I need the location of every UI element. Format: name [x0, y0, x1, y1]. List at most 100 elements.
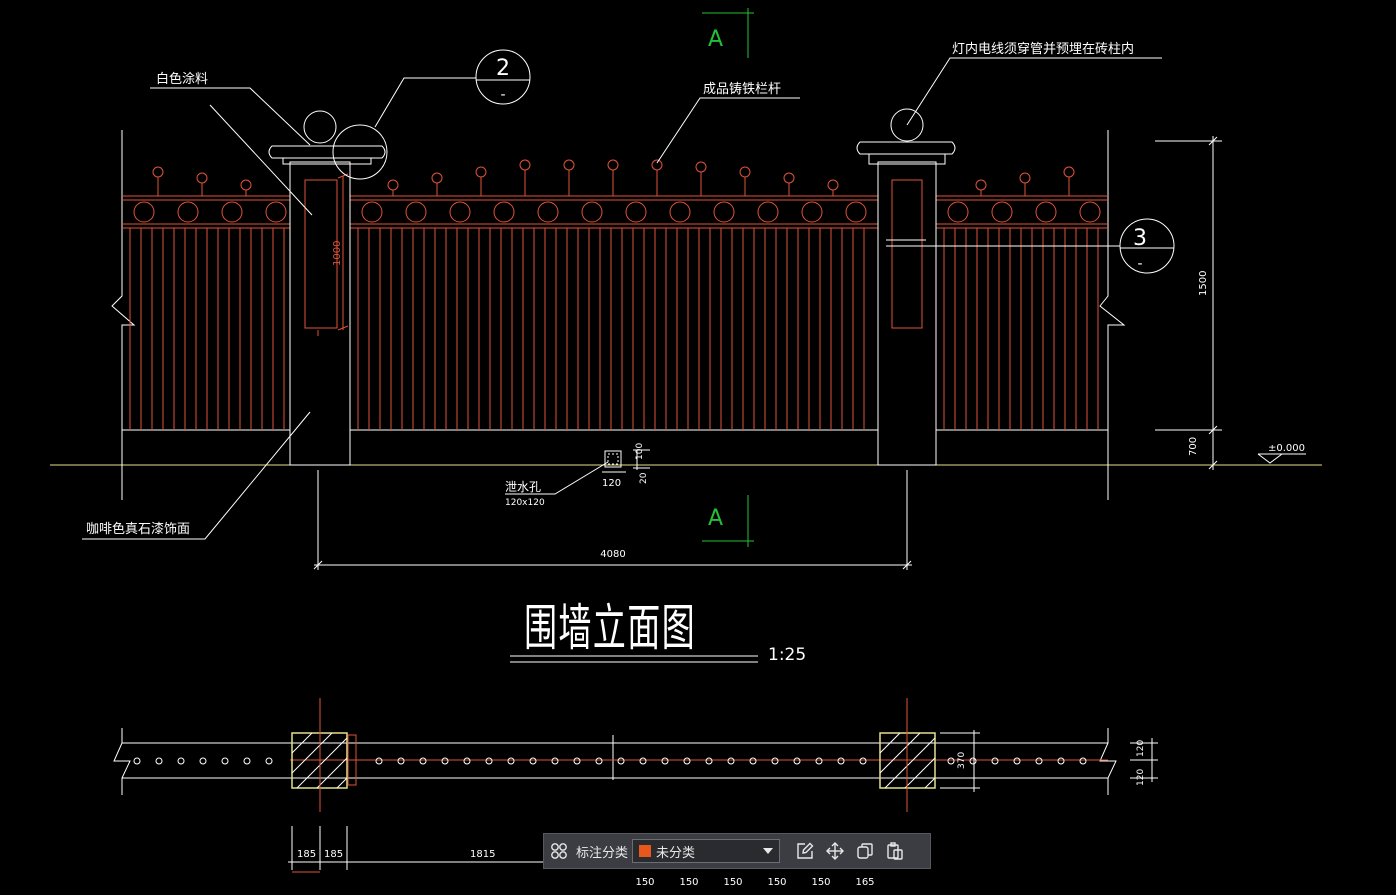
plan-pier-185-a: 185 — [297, 849, 316, 860]
label-stone-finish: 咖啡色真石漆饰面 — [86, 521, 190, 537]
plan-baluster-dot — [1035, 757, 1043, 765]
rail-ring — [757, 201, 779, 223]
plan-baluster-dot — [529, 757, 537, 765]
plan-baluster-dot — [661, 757, 669, 765]
category-dropdown[interactable]: 未分类 — [632, 839, 781, 863]
plan-baluster-dot — [683, 757, 691, 765]
span-dimension — [313, 470, 912, 570]
rail-ring — [493, 201, 515, 223]
plan-baluster-dot — [969, 757, 977, 765]
rail-ring — [801, 201, 823, 223]
callout-2-number: 2 — [496, 56, 510, 81]
rail-ring — [537, 201, 559, 223]
plan-baluster-dot — [793, 757, 801, 765]
height-dimension — [1155, 136, 1222, 470]
plan-bay-1815: 1815 — [470, 849, 495, 860]
rail-ring — [405, 201, 427, 223]
plan-baluster-dot — [463, 757, 471, 765]
elevation-value: ±0.000 — [1268, 443, 1305, 454]
plan-baluster-dot — [639, 757, 647, 765]
plan-baluster-dot — [595, 757, 603, 765]
plan-baluster-dot — [507, 757, 515, 765]
grid-icon[interactable] — [544, 836, 574, 866]
label-drain-size: 120x120 — [505, 498, 545, 508]
plan-baluster-dot — [991, 757, 999, 765]
plan-baluster-dot — [947, 757, 955, 765]
plan-baluster-dot — [573, 757, 581, 765]
plan-tick-label: 150 — [723, 877, 742, 888]
rail-ring — [581, 201, 603, 223]
category-label: 标注分类 — [576, 845, 629, 861]
callout-3-sub: - — [1137, 256, 1142, 272]
finial-ball — [196, 172, 208, 184]
rail-ring — [947, 201, 969, 223]
drain-gap: 20 — [639, 472, 649, 484]
plan-baluster-dot — [155, 757, 163, 765]
rail-ring — [449, 201, 471, 223]
wall-outline — [111, 130, 1126, 500]
finial-ball — [387, 179, 399, 191]
rail-ring — [669, 201, 691, 223]
plan-baluster-dot — [485, 757, 493, 765]
plan-tick-label: 165 — [855, 877, 874, 888]
plan-baluster-dot — [727, 757, 735, 765]
plan-width-120-bottom: 120 — [1136, 769, 1146, 786]
finial-ball — [651, 159, 663, 171]
plan-baluster-dot — [221, 757, 229, 765]
pier-left — [268, 110, 386, 466]
panel-height-value: 1000 — [332, 241, 343, 266]
paste-icon[interactable] — [880, 836, 910, 866]
label-lamp-wire: 灯内电线须穿管并预埋在砖柱内 — [952, 41, 1134, 57]
rail-ring — [625, 201, 647, 223]
rail-ring — [133, 201, 155, 223]
plan-baluster-dot — [551, 757, 559, 765]
pier-right — [856, 108, 956, 466]
plan-tick-label: 150 — [767, 877, 786, 888]
panel-height-dim — [317, 173, 349, 336]
finial-ball — [1019, 172, 1031, 184]
plan-pier-left — [291, 698, 357, 812]
label-white-paint: 白色涂料 — [156, 71, 208, 87]
rail-ring — [177, 201, 199, 223]
iron-balusters — [129, 228, 1099, 430]
finial-ball — [431, 172, 443, 184]
plan-tick-label: 150 — [635, 877, 654, 888]
plan-baluster-dot — [617, 757, 625, 765]
plan-pier-185-b: 185 — [324, 849, 343, 860]
plan-baluster-dot — [815, 757, 823, 765]
finial-ball — [827, 179, 839, 191]
plan-baluster-dot — [705, 757, 713, 765]
drain-height: 100 — [635, 443, 645, 460]
plan-baluster-dot — [1079, 757, 1087, 765]
section-marker-top-letter: A — [708, 27, 723, 52]
base-height-value: 700 — [1188, 437, 1199, 456]
plan-baluster-dot — [441, 757, 449, 765]
category-value: 未分类 — [656, 845, 696, 861]
copy-icon[interactable] — [850, 836, 880, 866]
rail-ring — [713, 201, 735, 223]
label-drain-hole: 泄水孔 — [505, 480, 541, 494]
rail-ring — [845, 201, 867, 223]
rail-ring — [991, 201, 1013, 223]
plan-baluster-dot — [1057, 757, 1065, 765]
finial-ball — [695, 161, 707, 173]
move-icon[interactable] — [820, 836, 850, 866]
rail-ring — [221, 201, 243, 223]
plan-baluster-dot — [199, 757, 207, 765]
drawing-scale: 1:25 — [768, 645, 806, 665]
rail-ring — [1079, 201, 1101, 223]
drain-width: 120 — [602, 478, 621, 489]
plan-dimension-right — [940, 730, 1158, 792]
callout-3 — [886, 218, 1175, 274]
plan-baluster-dot — [375, 757, 383, 765]
plan-baluster-dot — [859, 757, 867, 765]
plan-dimension-bottom — [288, 826, 545, 873]
plan-baluster-dot — [419, 757, 427, 765]
finial-ball — [1063, 166, 1075, 178]
plan-baluster-dot — [749, 757, 757, 765]
plan-baluster-dot — [397, 757, 405, 765]
finial-ball — [739, 166, 751, 178]
edit-icon[interactable] — [790, 836, 820, 866]
